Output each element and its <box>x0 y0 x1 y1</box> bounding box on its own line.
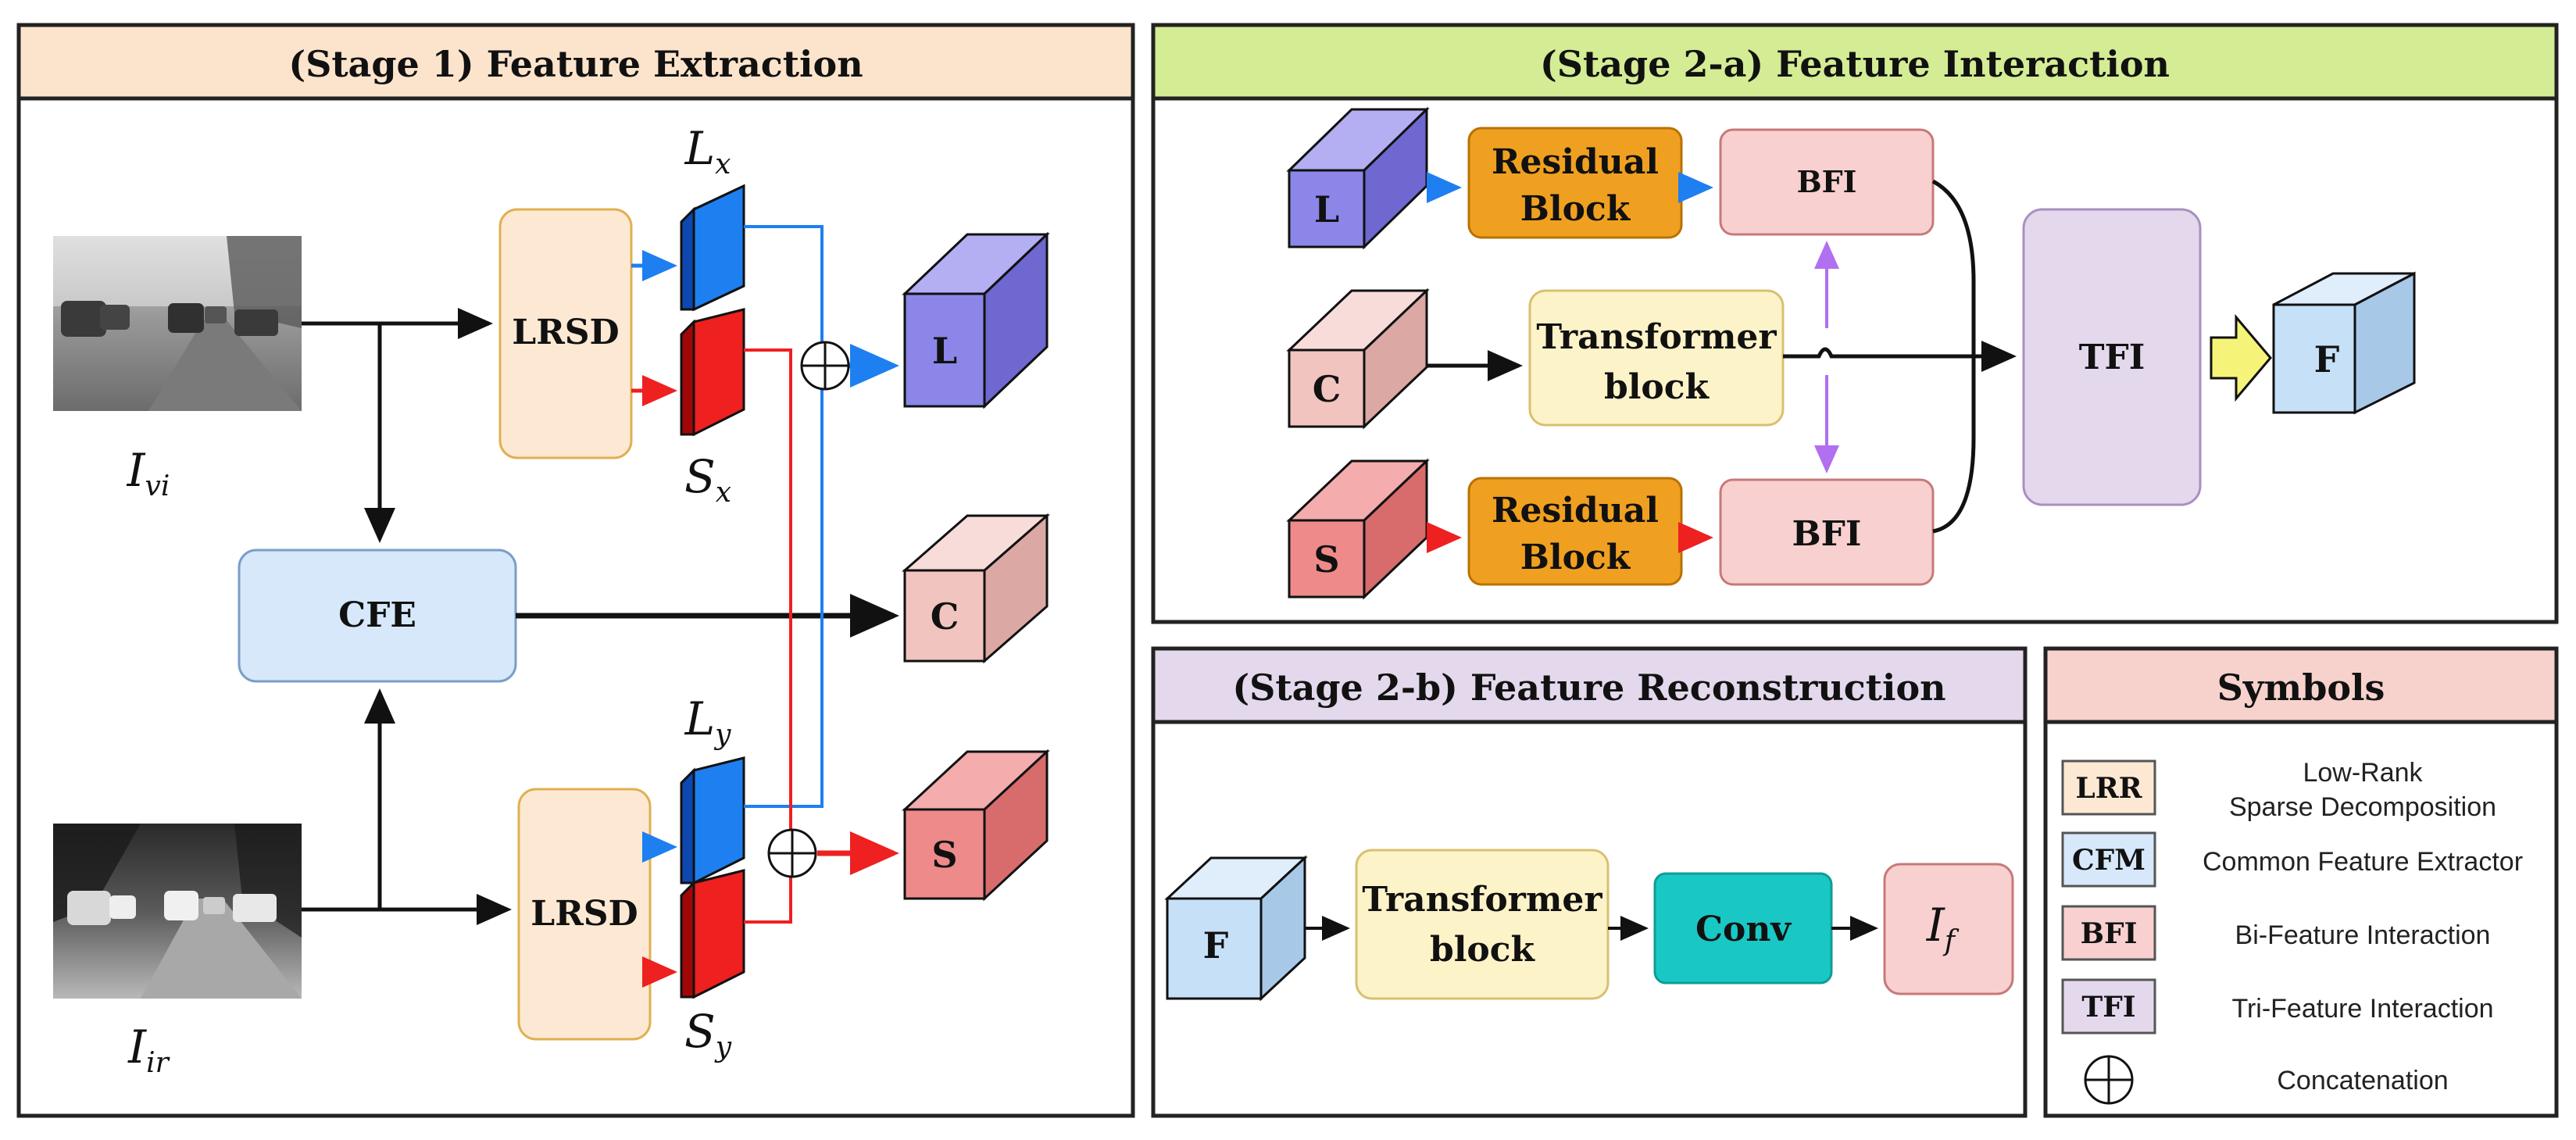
ly-slab <box>680 756 745 885</box>
concat-circle-bottom <box>767 828 817 878</box>
stage2a-title: (Stage 2-a) Feature Interaction <box>1540 43 2170 85</box>
stage2a-connectors <box>1427 172 2017 553</box>
cube-f-input-label: F <box>1203 924 1229 967</box>
visible-image <box>53 236 302 411</box>
output-if-box <box>1883 863 2014 995</box>
lrsd-top-box <box>498 208 633 459</box>
residual-block-top-line1: Residual <box>1492 142 1659 182</box>
transformer-2a-line1: Transformer <box>1536 317 1777 357</box>
residual-block-bottom-line1: Residual <box>1492 491 1659 531</box>
transformer-block-2b <box>1355 849 1610 1000</box>
symbol-abbr: TFI <box>2081 991 2135 1024</box>
stage1-panel: (Stage 1) Feature Extraction Ivi <box>16 23 1135 1118</box>
symbol-desc: Concatenation <box>2277 1066 2448 1095</box>
lrsd-bottom-label: LRSD <box>531 894 638 934</box>
concat-symbol-icon <box>2084 1055 2134 1105</box>
conv-label: Conv <box>1695 909 1792 949</box>
stage2b-title: (Stage 2-b) Feature Reconstruction <box>1232 666 1945 709</box>
cube-s-input-label: S <box>1313 538 1339 581</box>
cube-c-input-label: C <box>1313 368 1342 410</box>
symbol-desc: Tri-Feature Interaction <box>2231 994 2493 1024</box>
bfi-bottom-label: BFI <box>1792 514 1861 554</box>
symbol-abbr: LRR <box>2075 772 2142 805</box>
lrsd-top-label: LRSD <box>512 313 619 352</box>
cube-c-label: C <box>931 595 959 638</box>
stage1-black-connectors <box>302 308 899 925</box>
sx-slab <box>680 308 745 437</box>
tfi-to-f-arrow <box>2210 313 2272 402</box>
input-vi-label: Ivi <box>127 444 170 502</box>
sy-label: Sy <box>684 1005 732 1063</box>
residual-block-bottom-line2: Block <box>1520 538 1631 577</box>
cube-l-output <box>902 231 1050 409</box>
transformer-2a-line2: block <box>1604 367 1710 407</box>
lx-label: Lx <box>684 122 731 180</box>
ly-label: Ly <box>684 692 732 751</box>
symbol-row-lrr: LRR Low-Rank Sparse Decomposition <box>2061 758 2496 822</box>
cube-c-output <box>902 513 1050 664</box>
cube-s-label: S <box>931 834 957 876</box>
stage2a-panel: (Stage 2-a) Feature Interaction L C S Re… <box>1151 23 2559 624</box>
symbols-title: Symbols <box>2217 666 2385 709</box>
bfi-bottom-box <box>1719 478 1935 586</box>
tfi-label: TFI <box>2079 338 2145 377</box>
symbol-row-concat: Concatenation <box>2084 1055 2449 1105</box>
symbol-abbr: BFI <box>2081 917 2138 950</box>
cube-s-input <box>1286 458 1430 600</box>
lx-slab <box>680 184 745 312</box>
lrsd-bottom-box <box>517 788 652 1041</box>
residual-block-top-line2: Block <box>1520 189 1631 229</box>
sy-slab <box>680 869 745 999</box>
cube-f-output <box>2272 271 2416 415</box>
symbol-desc: Sparse Decomposition <box>2229 792 2496 822</box>
sx-label: Sx <box>684 450 731 509</box>
symbol-abbr: CFM <box>2072 844 2145 877</box>
tfi-box <box>2022 208 2202 506</box>
transformer-2b-line1: Transformer <box>1362 880 1602 920</box>
symbol-desc: Bi-Feature Interaction <box>2235 920 2491 950</box>
cube-l-label: L <box>932 330 957 372</box>
cube-c-input <box>1286 288 1430 430</box>
cfe-label: CFE <box>338 595 416 635</box>
concat-circle-top <box>800 341 850 391</box>
transformer-2b-line2: block <box>1430 930 1536 970</box>
symbol-desc: Common Feature Extractor <box>2203 847 2523 877</box>
infrared-image <box>53 824 302 999</box>
stage1-title: (Stage 1) Feature Extraction <box>288 43 863 85</box>
symbols-panel: Symbols LRR Low-Rank Sparse Decompositio… <box>2043 646 2559 1118</box>
symbol-row-bfi: BFI Bi-Feature Interaction <box>2061 905 2491 961</box>
symbol-row-cfm: CFM Common Feature Extractor <box>2061 831 2523 888</box>
symbol-desc: Low-Rank <box>2303 758 2423 788</box>
bfi-top-label: BFI <box>1797 164 1857 199</box>
input-ir-label: Iir <box>127 1020 170 1079</box>
cube-s-output <box>902 749 1050 902</box>
symbol-row-tfi: TFI Tri-Feature Interaction <box>2061 978 2494 1035</box>
cube-l-input-label: L <box>1314 188 1339 231</box>
stage2b-panel: (Stage 2-b) Feature Reconstruction F Tra… <box>1151 646 2028 1118</box>
cube-f-output-label: F <box>2314 338 2340 381</box>
cube-f-input <box>1164 855 1308 1002</box>
